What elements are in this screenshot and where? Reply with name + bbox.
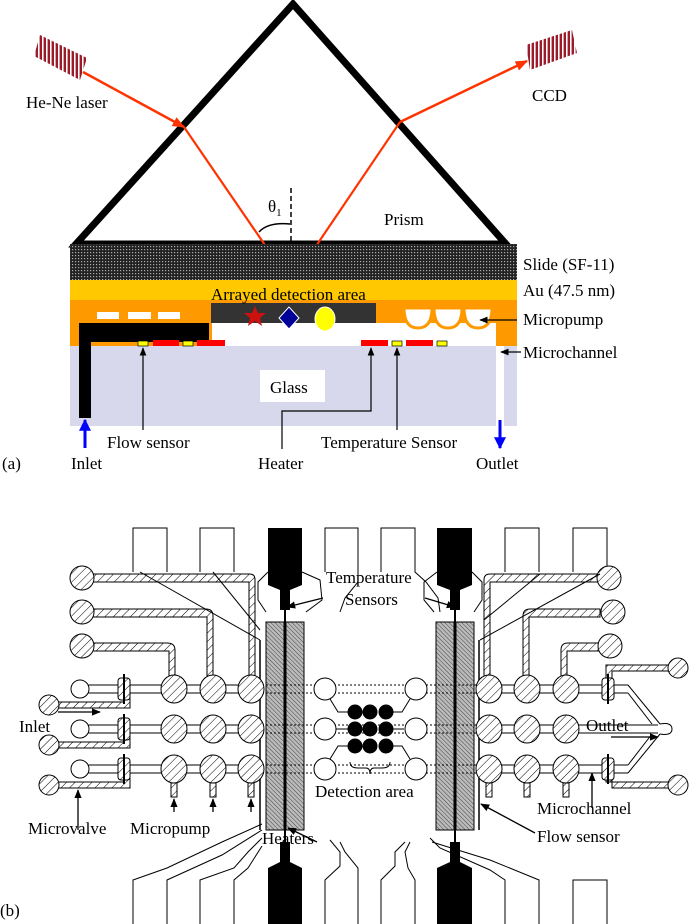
ccd-detector (526, 30, 577, 70)
ccd-label: CCD (532, 86, 567, 105)
slide-layer (70, 244, 517, 280)
micropump-chambers (402, 306, 494, 330)
top-contact-pads (132, 527, 608, 613)
prism-label: Prism (384, 210, 424, 229)
port-left-3 (70, 759, 90, 779)
micropump-label: Micropump (523, 310, 603, 329)
star-analyte (244, 306, 266, 326)
panel-a-tag: (a) (2, 454, 21, 473)
right-top-heater-electrode (437, 528, 472, 622)
outlet-label: Outlet (476, 454, 519, 473)
heater-temp-sensor-elements (361, 340, 448, 347)
laser-label: He-Ne laser (26, 93, 108, 112)
right-bottom-heater-electrode (437, 830, 472, 924)
left-bottom-heater-electrode (268, 830, 302, 924)
angle-arc (258, 222, 291, 233)
inlet-label: Inlet (71, 454, 102, 473)
gold-layer (70, 280, 517, 300)
theta-label: θ1 (268, 197, 282, 219)
temp-sensors-label-1: Temperature (326, 568, 412, 587)
detection-area-label-b: Detection area (315, 782, 414, 801)
gold-label: Au (47.5 nm) (523, 281, 615, 300)
flow-sensor-elements (137, 340, 225, 347)
bottom-contact-pads (132, 823, 608, 924)
panel-b: Temperature Sensors Inlet Outlet Detecti… (0, 527, 689, 924)
detection-brace (349, 761, 391, 775)
detection-area-label: Arrayed detection area (211, 285, 366, 304)
incident-beam (82, 70, 186, 129)
glass-label: Glass (270, 378, 308, 397)
left-valve-control-lines (38, 565, 261, 796)
left-top-heater-electrode (268, 528, 302, 622)
microvalve-label: Microvalve (28, 819, 106, 838)
port-left-2 (70, 719, 90, 739)
temp-sensor-label: Temperature Sensor (321, 433, 458, 452)
glass-outlet-side (504, 346, 517, 426)
outlet-label-b: Outlet (586, 716, 629, 735)
detection-spots (347, 704, 394, 754)
heaters-label: Heaters (262, 829, 314, 848)
micropump-label-b: Micropump (130, 819, 210, 838)
diamond-analyte (278, 306, 300, 330)
flow-sensor-label-b: Flow sensor (537, 827, 620, 846)
circle-analyte (314, 306, 336, 332)
microchannel-label-b: Microchannel (537, 799, 632, 818)
micropump-chambers-b (160, 674, 580, 798)
temp-sensors-label-2: Sensors (345, 590, 398, 609)
exit-beam (399, 59, 529, 124)
inlet-label-b: Inlet (19, 717, 50, 736)
port-left-1 (70, 679, 90, 699)
panel-a: θ1 (2, 0, 618, 473)
right-valve-control-lines (479, 565, 689, 796)
microvalves (117, 674, 615, 784)
panel-b-tag: (b) (0, 901, 20, 920)
slide-label: Slide (SF-11) (523, 255, 614, 274)
he-ne-laser-source (34, 35, 87, 80)
heater-label: Heater (258, 454, 304, 473)
reservoirs (313, 677, 428, 781)
microchannel-label: Microchannel (523, 343, 618, 362)
flow-sensor-label: Flow sensor (107, 433, 190, 452)
